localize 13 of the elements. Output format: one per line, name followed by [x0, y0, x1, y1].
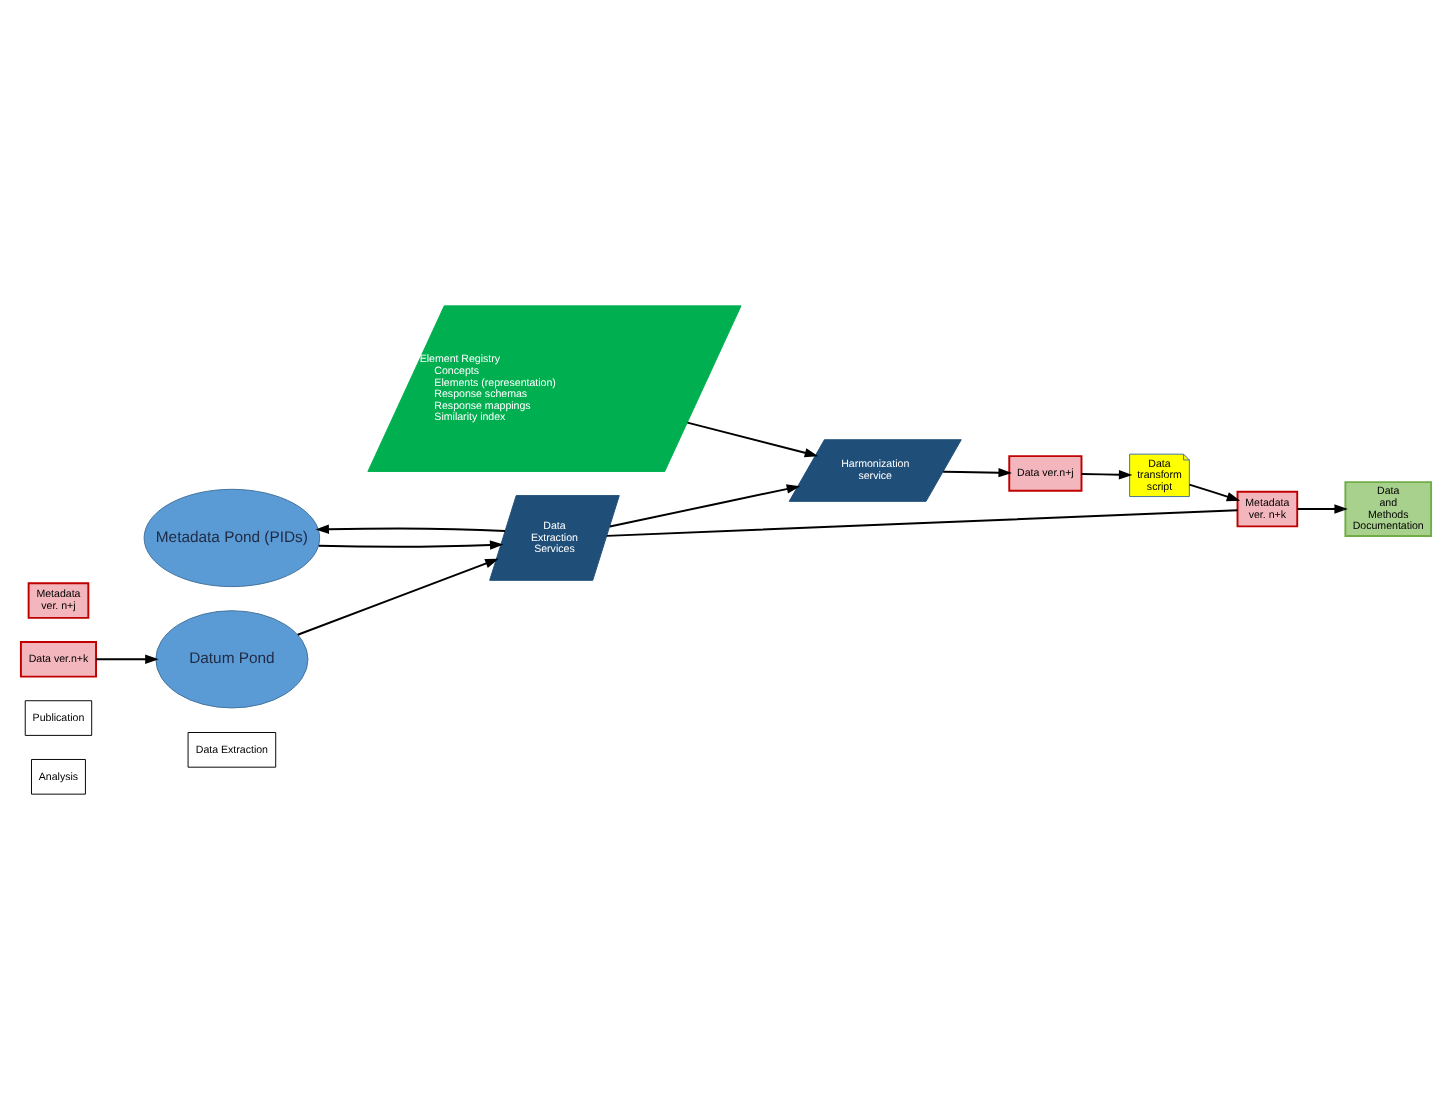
arrow — [317, 540, 504, 550]
arrow — [1296, 504, 1348, 514]
arrow — [942, 467, 1012, 478]
arrow — [1188, 483, 1241, 502]
connector — [605, 509, 1239, 537]
arrow — [95, 654, 159, 665]
node-ellipse: Metadata Pond (PIDs) — [143, 488, 321, 588]
arrow — [686, 421, 819, 458]
node-ellipse: Datum Pond — [155, 610, 309, 709]
arrow — [608, 484, 801, 528]
arrow — [1080, 469, 1133, 480]
arrow — [315, 524, 507, 534]
arrow — [296, 558, 499, 636]
